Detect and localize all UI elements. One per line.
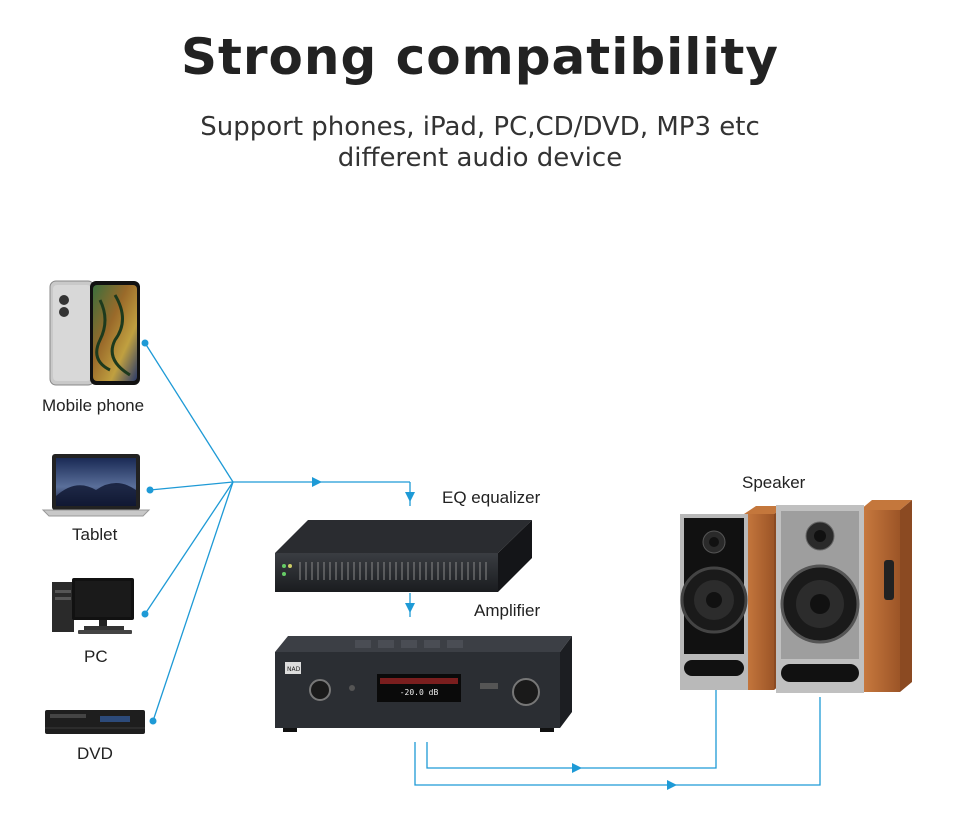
page-title: Strong compatibility xyxy=(180,28,780,86)
connector-nodes xyxy=(141,339,677,790)
subtitle-line-2: different audio device xyxy=(337,143,623,173)
amp-brand: NAD xyxy=(287,666,301,673)
label-tablet: Tablet xyxy=(72,525,118,544)
label-pc: PC xyxy=(84,647,108,666)
subtitle-line-1: Support phones, iPad, PC,CD/DVD, MP3 etc xyxy=(200,112,760,142)
label-mobile-phone: Mobile phone xyxy=(42,396,145,415)
dvd-player-icon xyxy=(45,710,145,734)
page-subtitle: Support phones, iPad, PC,CD/DVD, MP3 etc… xyxy=(0,112,960,174)
mobile-phone-icon xyxy=(49,280,140,386)
label-dvd: DVD xyxy=(77,744,113,763)
label-amplifier: Amplifier xyxy=(474,601,541,620)
amp-display-volume: -20.0 dB xyxy=(400,688,439,697)
label-speaker: Speaker xyxy=(742,473,806,492)
label-eq-equalizer: EQ equalizer xyxy=(442,488,541,507)
laptop-icon xyxy=(41,454,151,517)
eq-equalizer-icon xyxy=(275,520,532,592)
pc-icon xyxy=(52,578,134,634)
amplifier-icon: NAD -20.0 dB xyxy=(275,636,572,732)
speaker-pair-icon xyxy=(680,500,912,693)
